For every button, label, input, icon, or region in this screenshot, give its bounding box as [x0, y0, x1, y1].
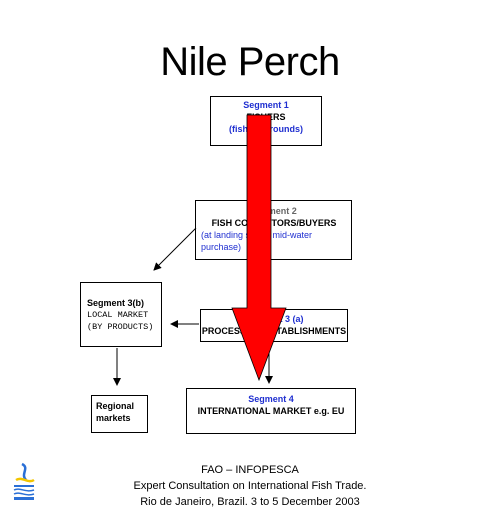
- segment-3b-line1: LOCAL MARKET: [87, 310, 149, 320]
- segment-3b-box: Segment 3(b) LOCAL MARKET (BY PRODUCTS): [80, 282, 162, 347]
- arrow-seg2-to-seg3b: [153, 227, 197, 271]
- regional-markets-box: Regional markets: [91, 395, 148, 433]
- footer-line1: FAO – INFOPESCA: [201, 464, 299, 476]
- segment-2-line3: purchase): [201, 242, 242, 252]
- page-title: Nile Perch: [160, 40, 340, 84]
- segment-4-heading: Segment 4: [248, 394, 294, 404]
- infopesca-logo-icon: [12, 462, 36, 502]
- segment-1-heading: Segment 1: [243, 100, 289, 110]
- segment-3b-heading: Segment 3(b): [87, 298, 145, 308]
- regional-markets-line1: Regional: [96, 401, 135, 411]
- segment-4-box: Segment 4 INTERNATIONAL MARKET e.g. EU: [186, 388, 356, 434]
- big-red-flow-arrow: [231, 114, 287, 382]
- footer: FAO – INFOPESCA Expert Consultation on I…: [120, 462, 380, 510]
- segment-3b-line2: (BY PRODUCTS): [87, 322, 154, 332]
- footer-line3: Rio de Janeiro, Brazil. 3 to 5 December …: [140, 496, 360, 508]
- footer-line2: Expert Consultation on International Fis…: [133, 480, 367, 492]
- segment-4-line1: INTERNATIONAL MARKET e.g. EU: [197, 406, 345, 416]
- segment-2-line1: FISH COLLECTORS/BUYERS: [211, 218, 337, 228]
- regional-markets-line2: markets: [96, 413, 131, 423]
- segment-2-heading: Segment 2: [251, 206, 297, 216]
